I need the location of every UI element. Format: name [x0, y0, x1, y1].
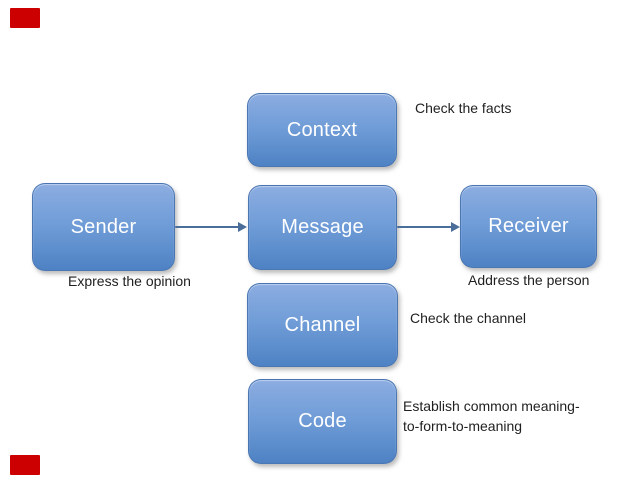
node-channel: Channel [247, 283, 398, 367]
annotation-check-the-channel: Check the channel [410, 310, 526, 326]
arrow-message-to-receiver [397, 221, 460, 233]
node-message: Message [248, 185, 397, 270]
red-accent-bar-bottom [10, 455, 40, 475]
annotation-address-the-person: Address the person [468, 272, 590, 288]
arrow-line [397, 226, 453, 228]
annotation-check-the-facts: Check the facts [415, 100, 512, 116]
annotation-establish-line-1: Establish common meaning- [403, 398, 580, 414]
node-context: Context [247, 93, 397, 167]
annotation-establish-common-meaning: Establish common meaning- to-form-to-mea… [403, 396, 580, 436]
arrowhead-right-icon [238, 222, 247, 232]
node-message-label: Message [281, 216, 364, 238]
arrow-line [175, 226, 240, 228]
annotation-establish-line-2: to-form-to-meaning [403, 418, 523, 434]
red-accent-bar-top [10, 8, 40, 28]
node-code-label: Code [298, 410, 347, 432]
node-sender-label: Sender [70, 215, 137, 238]
node-receiver: Receiver [460, 185, 597, 268]
node-channel-label: Channel [284, 313, 361, 336]
node-receiver-label: Receiver [488, 215, 569, 237]
arrow-sender-to-message [175, 221, 247, 233]
annotation-express-the-opinion: Express the opinion [68, 273, 191, 289]
node-context-label: Context [286, 118, 358, 141]
node-code: Code [248, 379, 397, 464]
arrowhead-right-icon [451, 222, 460, 232]
node-sender: Sender [32, 183, 175, 271]
